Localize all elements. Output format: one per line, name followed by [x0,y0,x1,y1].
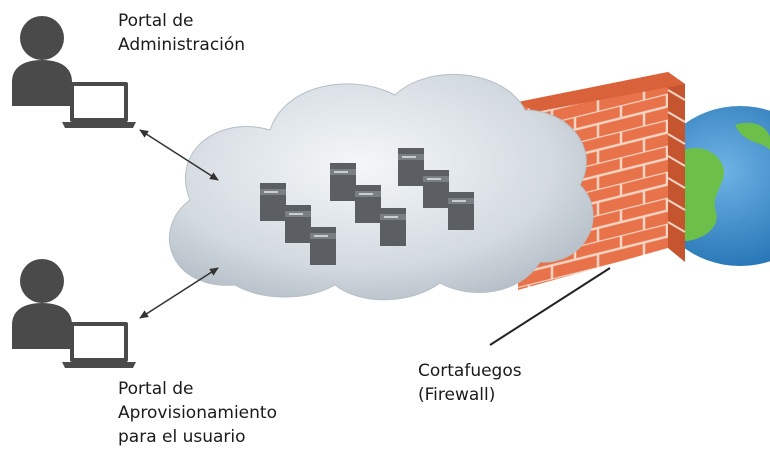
firewall-label: Cortafuegos (Firewall) [418,359,522,407]
admin-connection-arrow [139,129,219,181]
server-icon [260,183,286,221]
admin-laptop-icon [62,82,136,128]
server-icon [398,148,424,186]
user-portal-label-line: para el usuario [118,427,246,447]
firewall-label-line: Cortafuegos [418,361,522,381]
admin-portal-label-line: Portal de [118,11,194,31]
server-cluster [260,148,474,265]
admin-user-icon [12,16,72,106]
server-icon [285,205,311,243]
firewall-pointer-line [489,267,611,346]
server-icon [330,163,356,201]
server-icon [355,185,381,223]
user-portal-label-line: Portal de [118,379,194,399]
admin-portal-label-line: Administración [118,35,246,55]
server-icon [310,227,336,265]
server-icon [423,170,449,208]
server-icon [448,192,474,230]
user-connection-arrow [139,267,219,319]
firewall-label-line: (Firewall) [418,385,496,405]
server-icon [380,208,406,246]
admin-portal-label: Portal de Administración [118,9,245,57]
end-user-icon [12,259,72,349]
user-portal-label: Portal de Aprovisionamiento para el usua… [118,377,277,449]
user-portal-label-line: Aprovisionamiento [118,403,277,423]
end-user-laptop-icon [62,322,136,368]
